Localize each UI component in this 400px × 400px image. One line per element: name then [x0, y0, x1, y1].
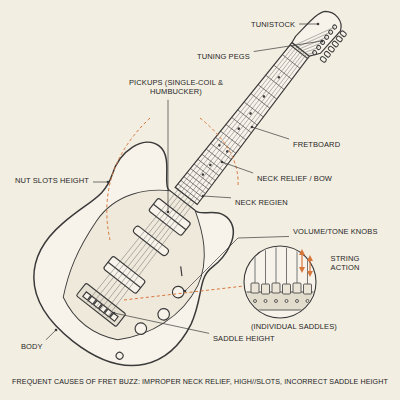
tuning-pegs: [312, 24, 347, 63]
tuning-pegs: [336, 35, 343, 42]
part-label: (INDIVIDUAL SADDLES): [250, 322, 338, 331]
saddle-inset: [296, 300, 299, 303]
control-knobs: [132, 266, 198, 342]
part-label: NECK REGIEN: [234, 198, 289, 207]
humbucker-pickup: [108, 262, 141, 287]
saddle-inset: [265, 240, 266, 284]
bridge: [76, 283, 126, 327]
body-outline: [8, 127, 267, 393]
humbucker-pickup: [153, 204, 186, 229]
part-label: STRING ACTION: [322, 254, 368, 273]
part-label: SADDLE HEIGHT: [212, 334, 276, 343]
saddle-inset: [251, 240, 312, 303]
bridge: [76, 283, 126, 327]
strings: [87, 11, 335, 318]
bridge: [110, 313, 118, 321]
action-arrow: [309, 258, 310, 274]
strings: [294, 14, 334, 58]
saddle-inset: [262, 284, 270, 294]
tuning-pegs: [340, 30, 347, 37]
leader-line: [185, 236, 289, 291]
control-knobs: [170, 284, 186, 300]
leader-dot: [221, 161, 224, 164]
leader-dot: [107, 181, 110, 184]
part-label: NECK RELIEF / BOW: [256, 174, 333, 183]
humbucker-pickup: [148, 198, 191, 236]
leader-line: [254, 41, 322, 52]
leader-dot: [317, 23, 320, 26]
tuning-pegs: [324, 34, 330, 40]
tuning-pegs: [328, 46, 335, 53]
highlight-arc: [200, 118, 238, 186]
leader-dot: [55, 329, 58, 332]
part-label: TUNISTOCK: [250, 20, 296, 29]
control-knobs: [133, 321, 149, 337]
control-knobs: [156, 306, 172, 322]
leader-line: [203, 196, 231, 198]
part-label: NUT SLOTS HEIGHT: [14, 176, 90, 185]
saddle-inset: [297, 240, 298, 283]
leader-dot: [251, 126, 254, 129]
strings: [297, 21, 331, 58]
control-knobs: [176, 266, 186, 276]
part-label: FRETBOARD: [292, 140, 341, 149]
saddle-inset: [285, 300, 288, 303]
leader-dot: [167, 211, 170, 214]
saddle-inset: [283, 284, 291, 294]
tuning-pegs: [324, 51, 331, 58]
part-label: BODY: [20, 342, 44, 351]
saddle-inset: [255, 240, 256, 283]
leader-line: [46, 330, 56, 340]
part-label: VOLUME/TONE KNOBS: [292, 227, 379, 236]
leader-dot: [184, 290, 187, 293]
saddle-inset: [251, 283, 259, 293]
strings: [304, 42, 319, 58]
saddle-inset: [276, 240, 277, 283]
action-arrow: [301, 252, 302, 270]
saddle-inset: [244, 240, 316, 310]
tuning-pegs: [328, 29, 334, 35]
leader-dot: [113, 312, 116, 315]
leader-line: [114, 313, 209, 333]
leader-dot: [321, 40, 324, 43]
leader-line: [222, 162, 253, 173]
saddle-inset: [275, 300, 278, 303]
saddle-inset: [244, 240, 316, 318]
headstock: [291, 4, 346, 62]
saddle-inset: [254, 300, 257, 303]
output-jack: [115, 351, 125, 361]
tuning-pegs: [312, 50, 318, 56]
humbucker-pickup: [148, 198, 191, 236]
part-label: PICKUPS (SINGLE-COIL & HUMBUCKER): [108, 78, 244, 97]
saddle-inset: [307, 240, 308, 284]
caption: FREQUENT CAUSES OF FRET BUZZ: IMPROPER N…: [12, 378, 388, 386]
highlight-arc: [124, 286, 244, 300]
leader-line: [93, 182, 108, 183]
saddle-inset: [244, 292, 316, 310]
saddle-inset: [304, 284, 312, 294]
saddle-inset: [293, 283, 301, 293]
tuning-pegs: [320, 56, 327, 63]
guitar: [8, 0, 398, 393]
tuning-pegs: [332, 41, 339, 48]
highlight-arc: [107, 118, 244, 300]
saddle-inset: [306, 300, 309, 303]
part-label: TUNING PEGS: [196, 52, 251, 61]
leader-line: [168, 100, 169, 212]
tuning-pegs: [332, 24, 338, 30]
leader-line: [299, 24, 318, 25]
leader-line: [252, 127, 289, 139]
highlight-arc: [107, 118, 150, 240]
saddle-inset: [286, 240, 287, 284]
saddle-inset: [264, 300, 267, 303]
tuning-pegs: [320, 40, 326, 46]
leader-dot: [202, 195, 205, 198]
strings: [306, 49, 315, 58]
tuning-pegs: [316, 45, 322, 51]
guitar-body: [8, 127, 267, 393]
strings: [301, 35, 322, 58]
saddle-inset: [272, 283, 280, 293]
pickguard: [42, 167, 235, 366]
